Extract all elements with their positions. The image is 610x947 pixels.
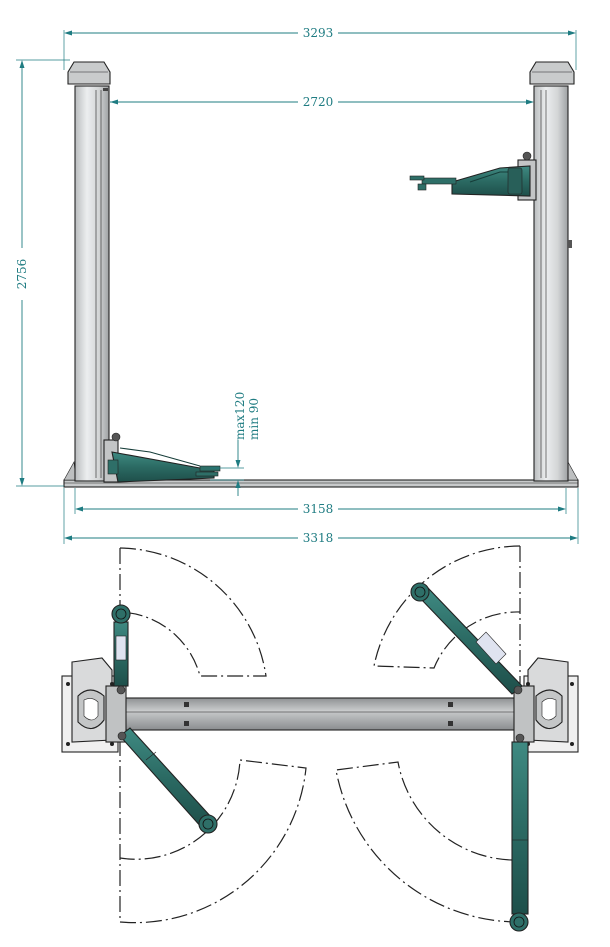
left-column bbox=[67, 61, 111, 482]
dimension-3158: 3158 bbox=[74, 488, 567, 516]
left-column-cap bbox=[67, 61, 111, 85]
right-column-cap bbox=[529, 61, 575, 85]
base-crossbeam bbox=[111, 697, 529, 731]
left-lowered-arm bbox=[103, 432, 221, 483]
left-upper-arm bbox=[111, 604, 131, 695]
left-column-plan bbox=[61, 657, 127, 753]
dim-2720-label: 2720 bbox=[303, 95, 334, 109]
dimension-arm-height: max120 min 90 bbox=[210, 392, 261, 496]
dim-3318-label: 3318 bbox=[303, 531, 334, 545]
plan-view bbox=[61, 545, 579, 932]
swing-range-arcs bbox=[119, 545, 521, 924]
right-lower-arm bbox=[509, 733, 529, 932]
left-base-gusset bbox=[63, 461, 77, 481]
dimension-2756: 2756 bbox=[15, 59, 70, 487]
front-elevation: 3293 2720 2756 max120 bbox=[15, 26, 579, 545]
arm-height-max-label: max120 bbox=[233, 392, 247, 440]
dim-2756-label: 2756 bbox=[15, 259, 29, 290]
dimension-3318: 3318 bbox=[63, 488, 579, 545]
dim-3293-label: 3293 bbox=[303, 26, 334, 40]
right-upper-arm bbox=[410, 582, 523, 695]
right-column bbox=[529, 61, 575, 482]
right-column-plan bbox=[513, 657, 579, 753]
arm-height-min-label: min 90 bbox=[247, 398, 261, 440]
dimension-3293: 3293 bbox=[63, 26, 577, 70]
base-plate bbox=[63, 479, 579, 488]
right-raised-arm bbox=[409, 151, 537, 201]
left-lower-arm bbox=[117, 727, 218, 834]
dim-3158-label: 3158 bbox=[303, 502, 334, 516]
dimension-2720: 2720 bbox=[110, 95, 534, 109]
